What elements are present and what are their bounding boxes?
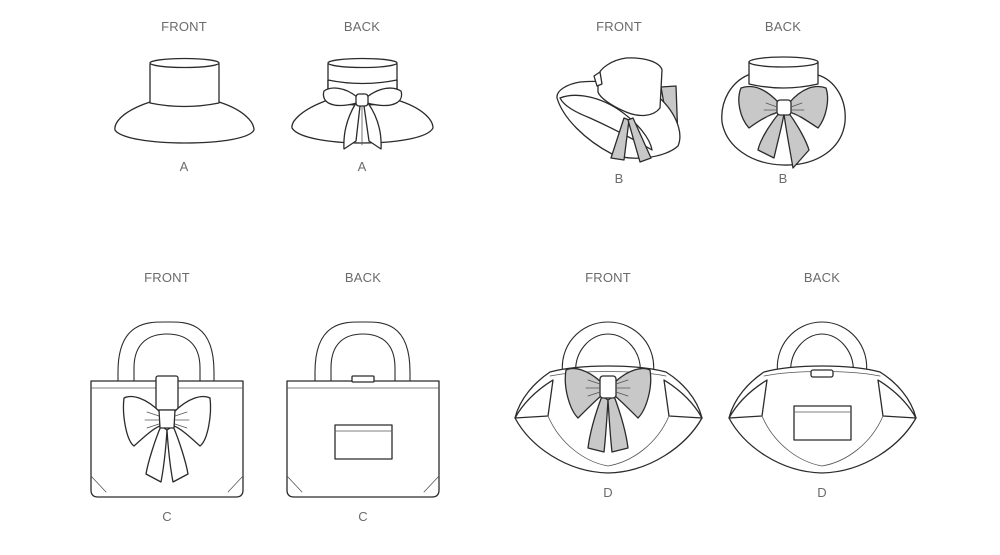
bag-c-back-pocket: [334, 424, 393, 460]
bag-d-back-inner-seams: [761, 415, 884, 467]
bag-d-front-inner-seams: [547, 415, 670, 467]
variant-letter-bag-d-front: D: [603, 485, 613, 500]
hat-b-back-bow-knot: [776, 99, 792, 116]
bag-c-front-bow-gather-lines: [144, 411, 190, 429]
hat-a-back-drawing: [291, 57, 434, 150]
bag-c-front-bow-left-tail: [145, 425, 168, 483]
hat-a-front-drawing: [114, 57, 255, 144]
variant-letter-bag-c-back: C: [358, 509, 368, 524]
bag-c-back-closure-tab: [351, 375, 375, 383]
variant-letter-hat-b-back: B: [778, 171, 788, 186]
bag-c-back-handle-inner: [330, 333, 396, 382]
bag-d-front-bow-knot: [599, 375, 617, 399]
bag-d-front-bow-left-tail: [587, 395, 609, 453]
hat-a-back-crown-top: [327, 57, 398, 69]
hat-a-front-crown: [149, 63, 220, 108]
bag-d-back-handle-outer: [776, 321, 868, 377]
bag-d-front-gusset-left: [514, 379, 554, 419]
hat-a-back-bow-right-tail: [363, 102, 382, 150]
hat-a-back-bow-left-loop: [322, 87, 358, 107]
view-caption-bag-d-back: BACK: [803, 270, 841, 285]
bag-c-back-drawing: [286, 321, 440, 498]
bag-d-front-handle-inner: [575, 333, 641, 377]
bag-d-back-pocket: [793, 405, 852, 441]
bag-c-front-drawing: [90, 321, 244, 498]
bag-d-front-drawing: [514, 321, 703, 474]
hat-b-front-underbrim: [559, 94, 653, 151]
bag-c-front-handle-outer: [117, 321, 215, 382]
hat-b-back-crown-top: [748, 56, 819, 68]
hat-a-front-crown-top: [149, 57, 220, 69]
bag-d-front-bow-left-loop: [564, 367, 602, 419]
bag-d-front-handle-outer: [561, 321, 655, 377]
bag-d-back-closure-tab: [810, 369, 834, 378]
view-caption-bag-c-front: FRONT: [144, 270, 190, 285]
bag-c-back-handle-outer: [314, 321, 411, 382]
variant-letter-hat-b-front: B: [614, 171, 624, 186]
hat-b-back-bow-gather-lines: [763, 102, 805, 118]
view-caption-bag-d-front: FRONT: [585, 270, 631, 285]
view-caption-bag-c-back: BACK: [344, 270, 382, 285]
hat-b-back-crown: [748, 61, 819, 89]
bag-d-front-gusset-right: [663, 379, 703, 419]
hat-b-back-bow-right-tail: [783, 111, 810, 169]
hat-a-back-bow-knot: [355, 93, 369, 107]
view-caption-hat-b-front: FRONT: [596, 19, 642, 34]
bag-c-front-bow-right-tail: [166, 425, 189, 483]
bag-d-back-handle-inner: [790, 333, 854, 377]
variant-letter-bag-d-back: D: [817, 485, 827, 500]
bag-c-front-bow-left-loop: [122, 395, 161, 447]
variant-letter-bag-c-front: C: [162, 509, 172, 524]
bag-d-back-gusset-right: [877, 379, 917, 419]
bag-c-front-corner-darts: [90, 475, 244, 493]
view-caption-hat-b-back: BACK: [764, 19, 802, 34]
hat-a-back-bow-left-tail: [343, 102, 361, 150]
bag-d-front-bow-gather-lines: [585, 379, 631, 397]
bag-c-front-bow-knot: [158, 409, 176, 429]
bag-d-back-drawing: [728, 321, 917, 474]
hat-b-front-drawing: [556, 57, 681, 163]
bag-c-front-strap-tab: [155, 375, 179, 411]
bag-d-front-top-edge: [549, 371, 667, 377]
hat-a-back-bow-right-loop: [366, 87, 403, 107]
hat-b-front-tail-right: [627, 117, 652, 163]
bag-c-back-corner-darts: [286, 475, 440, 493]
bag-c-front-handle-inner: [133, 333, 201, 382]
bag-d-front-bow-right-tail: [607, 395, 629, 453]
hat-b-front-bow-knot: [593, 71, 603, 87]
bag-d-back-gusset-left: [728, 379, 768, 419]
bag-c-front-bow-right-loop: [173, 395, 212, 447]
hat-b-front-crown: [597, 57, 663, 117]
hat-b-back-bow-left-tail: [757, 111, 785, 159]
hat-a-front-brim: [114, 101, 255, 144]
view-caption-hat-a-back: BACK: [343, 19, 381, 34]
variant-letter-hat-a-back: A: [357, 159, 367, 174]
view-caption-hat-a-front: FRONT: [161, 19, 207, 34]
hat-b-front-tail-left: [610, 117, 630, 161]
bag-d-front-bow-right-loop: [614, 367, 652, 419]
variant-letter-hat-a-front: A: [179, 159, 189, 174]
hat-b-back-drawing: [721, 56, 846, 169]
